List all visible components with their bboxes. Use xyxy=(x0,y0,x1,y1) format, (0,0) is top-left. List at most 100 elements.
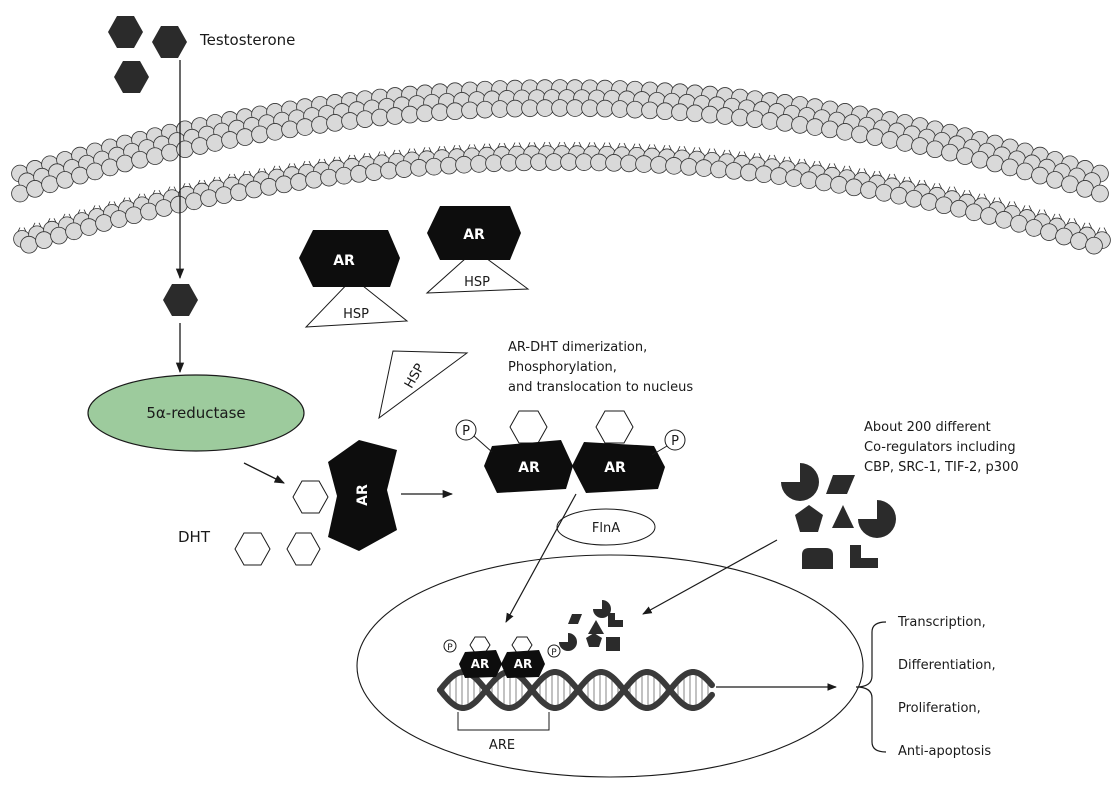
lipid-head xyxy=(665,157,683,175)
lipid-head xyxy=(155,199,173,217)
androgen-receptor-vertical xyxy=(328,440,397,551)
lipid-head xyxy=(815,173,833,192)
lipid-head xyxy=(581,99,599,118)
lipid-head xyxy=(245,180,263,199)
coregulator-l-shape xyxy=(850,545,878,568)
lipid-head xyxy=(776,114,794,132)
androgen-receptor xyxy=(484,440,573,493)
lipid-head xyxy=(935,196,953,215)
coregulator-small-pacman xyxy=(559,633,577,651)
dna-strand xyxy=(437,669,715,711)
lipid-head xyxy=(326,114,344,132)
lipid-head xyxy=(1040,223,1058,241)
ar-label: AR xyxy=(463,227,485,243)
lipid-head xyxy=(416,104,434,123)
lipid-head xyxy=(971,150,989,169)
outcome-label: Proliferation, xyxy=(898,701,981,716)
lipid-head xyxy=(950,199,968,218)
lipid-head xyxy=(26,180,44,198)
lipid-head xyxy=(716,107,734,125)
coregulator-arrow xyxy=(642,539,778,615)
lipid-head xyxy=(470,155,488,173)
lipid-head xyxy=(170,195,188,214)
lipid-head xyxy=(566,99,584,117)
lipid-head xyxy=(1046,171,1064,189)
lipid-head xyxy=(41,175,59,194)
lipid-head xyxy=(110,210,128,228)
outcomes-brace xyxy=(855,621,887,753)
ar-label: AR xyxy=(333,253,355,269)
lipid-head xyxy=(710,160,728,179)
hsp-label: HSP xyxy=(464,275,490,290)
lipid-head xyxy=(425,157,443,176)
lipid-head xyxy=(980,207,998,225)
lipid-head xyxy=(800,171,818,189)
dimerization-text-line: Phosphorylation, xyxy=(508,360,617,375)
lipid-head xyxy=(56,171,74,189)
lipid-head xyxy=(641,101,659,120)
ar-label: AR xyxy=(471,657,490,671)
lipid-head xyxy=(131,150,149,169)
lipid-head xyxy=(341,112,359,130)
lipid-head xyxy=(605,154,623,172)
lipid-head xyxy=(1076,180,1094,198)
lipid-head xyxy=(575,153,593,171)
lipid-head xyxy=(530,153,548,171)
lipid-head xyxy=(635,155,653,173)
lipid-head xyxy=(851,125,869,144)
lipid-head xyxy=(695,159,713,177)
ar-label: AR xyxy=(604,460,626,476)
lipid-head xyxy=(50,226,68,245)
phosphate-group xyxy=(547,644,561,658)
outcome-label: Transcription, xyxy=(897,615,986,630)
coregulator-rounded-block xyxy=(802,548,833,569)
hsp-triangle xyxy=(304,277,409,328)
lipid-head xyxy=(1001,158,1019,177)
lipid-head xyxy=(590,153,608,172)
phosphate-bond xyxy=(473,435,493,453)
phosphate-group xyxy=(443,639,457,653)
coregulator-triangle xyxy=(832,505,854,528)
lipid-head xyxy=(380,161,398,180)
lipid-head xyxy=(821,120,839,139)
lipid-head xyxy=(86,162,104,181)
nuclear-coregulators xyxy=(559,600,623,651)
lipid-head xyxy=(725,162,743,180)
flna-ellipse xyxy=(556,508,656,546)
outcome-label: Differentiation, xyxy=(898,658,996,673)
dht-hexagon xyxy=(509,410,548,444)
lipid-head xyxy=(461,101,479,120)
outcome-label: Anti-apoptosis xyxy=(898,744,991,759)
flna-label: FlnA xyxy=(592,521,620,536)
coregulator-pacman xyxy=(781,463,819,501)
dht-hexagon xyxy=(595,410,634,444)
ar-label: AR xyxy=(514,657,533,671)
lipid-head xyxy=(536,99,554,117)
lipid-head xyxy=(491,100,509,118)
lipid-head xyxy=(650,156,668,174)
lipid-head xyxy=(20,235,38,254)
lipid-head xyxy=(35,231,53,249)
lipid-head xyxy=(875,183,893,202)
lipid-head xyxy=(305,170,323,189)
lipid-head xyxy=(521,99,539,118)
lipid-head xyxy=(941,143,959,162)
coregulator-small-pacman xyxy=(593,600,611,618)
lipid-head xyxy=(680,158,698,176)
lipid-head xyxy=(395,160,413,178)
phosphate-label: P xyxy=(447,643,453,653)
lipid-head xyxy=(1091,184,1109,203)
lipid-head xyxy=(140,202,158,221)
lipid-head xyxy=(161,143,179,162)
coregulators-text-line: CBP, SRC-1, TIF-2, p300 xyxy=(864,460,1019,475)
coregulator-small-block xyxy=(606,637,620,651)
lipid-head xyxy=(845,178,863,197)
phosphate-bond xyxy=(651,445,668,456)
lipid-head xyxy=(830,176,848,194)
lipid-head xyxy=(371,108,389,127)
lipid-head xyxy=(746,110,764,128)
lipid-head xyxy=(731,108,749,127)
lipid-head xyxy=(221,131,239,149)
coregulator-pentagon xyxy=(795,505,823,532)
testosterone-hexagon xyxy=(108,16,143,48)
